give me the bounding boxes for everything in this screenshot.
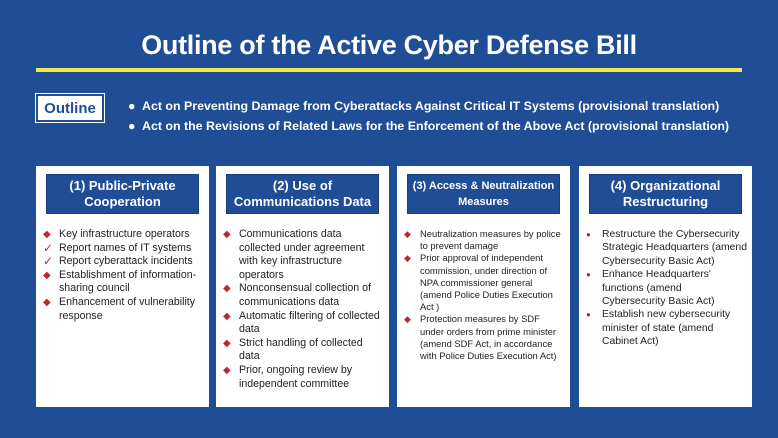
title-underline: [36, 68, 742, 72]
list-item-text: Establish new cybersecurity minister of …: [602, 309, 731, 348]
list-item-text: Report names of IT systems: [59, 241, 192, 254]
card-item-list: ● Restructure the Cybersecurity Strategic…: [586, 228, 748, 349]
diamond-icon: ◆: [404, 229, 411, 239]
bullet-icon: ●: [586, 230, 591, 239]
list-item: ✓ Report names of IT systems: [43, 240, 205, 256]
outline-item-text: Act on Preventing Damage from Cyberattac…: [142, 99, 720, 113]
card-heading-line: (4) Organizational: [610, 178, 721, 193]
outline-item: ● Act on the Revisions of Related Laws fo…: [128, 116, 768, 136]
card-heading-line: Restructuring: [622, 194, 709, 209]
list-item-text: Enhance Headquarters' functions (amend C…: [602, 269, 715, 308]
list-item-text: Prior approval of independent commission…: [420, 252, 553, 313]
list-item-text: Enhancement of vulnerability response: [59, 295, 196, 322]
outline-item-text: Act on the Revisions of Related Laws for…: [142, 119, 730, 133]
outline-label: Outline: [35, 93, 105, 123]
diamond-icon: ◆: [223, 310, 231, 322]
diamond-icon: ◆: [43, 296, 51, 308]
list-item-text: Protection measures by SDF under orders …: [420, 313, 557, 362]
card-item-list: ◆ Communications data collected under agr…: [223, 228, 385, 391]
card-heading-line: (1) Public-Private: [69, 178, 176, 193]
card-heading-line: Cooperation: [84, 194, 161, 209]
list-item: ◆ Neutralization measures by police to pr…: [404, 228, 566, 252]
diamond-icon: ◆: [223, 337, 231, 349]
bullet-icon: ●: [586, 270, 591, 280]
list-item-text: Strict handling of collected data: [239, 336, 363, 363]
diamond-icon: ◆: [43, 229, 51, 240]
list-item: ◆ Establishment of information-sharing co…: [43, 269, 205, 296]
list-item-text: Communications data collected under agre…: [239, 228, 365, 281]
card-item-list: ◆ Neutralization measures by police to pr…: [404, 228, 566, 362]
checkmark-icon: ✓: [43, 240, 54, 255]
list-item: ● Enhance Headquarters' functions (amend …: [586, 268, 748, 308]
list-item: ◆ Strict handling of collected data: [223, 337, 385, 364]
outline-list: ● Act on Preventing Damage from Cyberatta…: [128, 96, 768, 136]
diamond-icon: ◆: [43, 269, 51, 281]
card-heading-line: Measures: [458, 196, 509, 208]
card-heading-line: Communications Data: [233, 194, 372, 209]
list-item-text: Nonconsensual collection of communicatio…: [239, 282, 371, 308]
list-item: ◆ Prior approval of independent commissio…: [404, 252, 566, 313]
diamond-icon: ◆: [223, 283, 231, 295]
list-item-text: Automatic filtering of collected data: [239, 309, 380, 336]
checkmark-icon: ✓: [43, 254, 54, 269]
list-item-text: Neutralization measures by police to pre…: [420, 228, 561, 252]
list-item-text: Key infrastructure operators: [59, 228, 190, 240]
list-item: ✓ Report cyberattack incidents: [43, 255, 205, 269]
diamond-icon: ◆: [404, 253, 411, 264]
bullet-icon: ●: [128, 119, 136, 133]
list-item: ● Restructure the Cybersecurity Strategic…: [586, 228, 748, 268]
list-item: ◆ Prior, ongoing review by independent co…: [223, 364, 385, 391]
list-item: ◆ Key infrastructure operators: [43, 228, 205, 242]
card-item-list: ◆ Key infrastructure operators ✓ Report na…: [43, 228, 205, 323]
outline-item: ● Act on Preventing Damage from Cyberatta…: [128, 96, 768, 116]
card-heading-line: (2) Use of: [272, 178, 333, 193]
list-item: ◆ Protection measures by SDF under orders…: [404, 313, 566, 362]
bullet-icon: ●: [128, 99, 136, 113]
list-item-text: Report cyberattack incidents: [59, 255, 193, 268]
list-item-text: Restructure the Cybersecurity Strategic …: [602, 229, 747, 267]
list-item: ◆ Nonconsensual collection of communicati…: [223, 282, 385, 309]
page-title: Outline of the Active Cyber Defense Bill: [141, 30, 637, 60]
list-item: ◆ Automatic filtering of collected data: [223, 310, 385, 337]
list-item: ◆ Enhancement of vulnerability response: [43, 296, 205, 323]
card-heading-line: (3) Access & Neutralization: [412, 180, 555, 192]
list-item: ● Establish new cybersecurity minister of…: [586, 308, 748, 348]
diamond-icon: ◆: [223, 364, 231, 376]
diamond-icon: ◆: [404, 314, 411, 325]
list-item-text: Prior, ongoing review by independent com…: [239, 363, 353, 390]
list-item-text: Establishment of information-sharing cou…: [59, 268, 197, 295]
diamond-icon: ◆: [223, 229, 231, 240]
list-item: ◆ Communications data collected under agr…: [223, 228, 385, 282]
bullet-icon: ●: [586, 310, 591, 320]
